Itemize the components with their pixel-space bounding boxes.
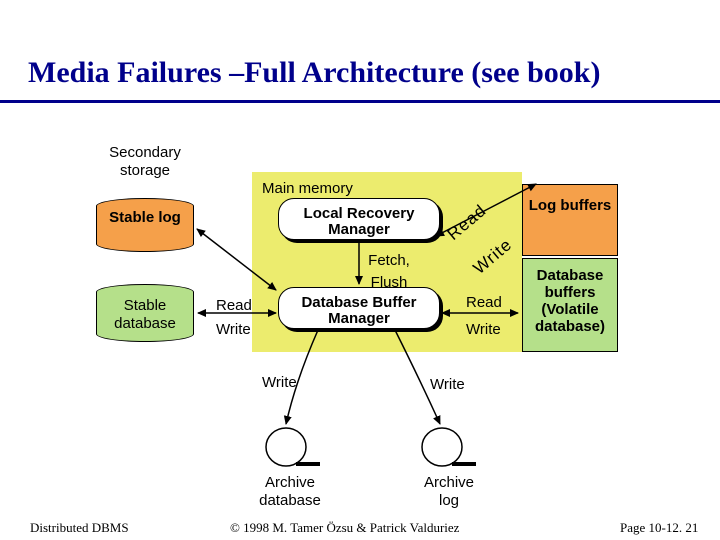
write-archive-log-label: Write [430, 376, 465, 393]
footer-right: Page 10-12. 21 [620, 520, 699, 535]
footer-center: © 1998 M. Tamer Özsu & Patrick Valduriez [230, 520, 460, 535]
database-buffers-label: Database buffers (Volatile database) [534, 267, 606, 335]
database-buffer-manager-label: Database Buffer Manager [301, 294, 417, 327]
main-memory-label: Main memory [262, 180, 353, 197]
archive-log-label: Archive log [423, 474, 475, 509]
page-title: Media Failures –Full Architecture (see b… [28, 56, 601, 89]
write-right-label: Write [466, 321, 501, 338]
local-recovery-manager-box: Local Recovery Manager [278, 198, 440, 240]
log-buffers-arrow [435, 183, 537, 237]
database-buffers-box: Database buffers (Volatile database) [522, 258, 618, 352]
archive-database-tape [265, 427, 307, 467]
write-archive-db-label: Write [262, 374, 297, 391]
stable-database-label: Stable database [114, 297, 176, 332]
archive-db-arrow [283, 329, 319, 425]
stable-log-cylinder: Stable log [96, 198, 194, 252]
log-buffers-label: Log buffers [528, 197, 612, 214]
footer-left: Distributed DBMS [30, 520, 129, 535]
secondary-storage-label: Secondary storage [109, 144, 181, 179]
write-left-label: Write [216, 321, 251, 338]
stable-database-cylinder: Stable database [96, 284, 194, 342]
log-buffers-box: Log buffers [522, 184, 618, 256]
archive-log-tape [421, 427, 463, 467]
archive-database-label: Archive database [259, 474, 321, 509]
local-recovery-manager-label: Local Recovery Manager [303, 205, 415, 238]
title-rule [0, 100, 720, 103]
read-right-label: Read [466, 294, 502, 311]
fetch-flush-label: Fetch, Flush [368, 252, 410, 291]
stable-log-label: Stable log [109, 209, 181, 226]
archive-log-arrow [394, 329, 441, 425]
database-buffer-manager-box: Database Buffer Manager [278, 287, 440, 329]
stable-log-arrow [196, 228, 277, 291]
